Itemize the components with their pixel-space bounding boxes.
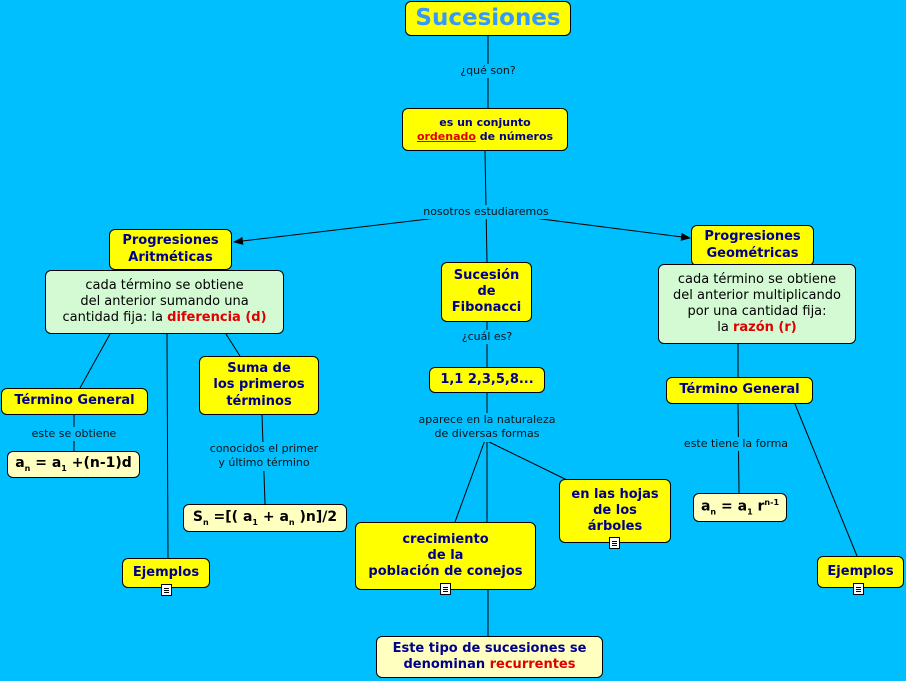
link-este-forma: este tiene la forma [676, 437, 796, 452]
arithmetic-desc-2: del anterior sumando una [80, 293, 249, 309]
geometric-node[interactable]: Progresiones Geométricas [691, 225, 814, 266]
fibonacci-series-text: 1,1 2,3,5,8... [440, 371, 534, 387]
definition-node[interactable]: es un conjunto ordenado de números [402, 108, 568, 151]
fibonacci-title-2: de [477, 283, 496, 299]
suma-formula[interactable]: Sn =[( a1 + an )n]/2 [183, 504, 347, 532]
page-title: Sucesiones [415, 5, 561, 32]
definition-rest: de números [475, 129, 554, 143]
arithmetic-desc-3: cantidad fija: la [62, 310, 163, 326]
geometric-ejemplos[interactable]: Ejemplos [817, 556, 904, 588]
link-cual-es: ¿cuál es? [455, 330, 519, 345]
suma-line3: términos [226, 393, 292, 409]
fibonacci-series[interactable]: 1,1 2,3,5,8... [429, 367, 545, 393]
geometric-formula[interactable]: an = a1 rn-1 [693, 493, 787, 522]
arithmetic-ejemplos[interactable]: Ejemplos [122, 558, 210, 588]
geometric-ejemplos-label: Ejemplos [827, 563, 894, 579]
fibonacci-node[interactable]: Sucesión de Fibonacci [441, 262, 532, 322]
document-icon[interactable] [609, 537, 620, 549]
recurrentes-word: recurrentes [489, 657, 576, 672]
definition-line1: es un conjunto [439, 115, 531, 129]
fibonacci-title-3: Fibonacci [451, 300, 522, 316]
geometric-termino-label: Término General [679, 382, 800, 398]
document-icon[interactable] [161, 584, 172, 596]
fibonacci-title-1: Sucesión [453, 267, 520, 283]
arithmetic-termino-general[interactable]: Término General [1, 388, 148, 415]
arithmetic-node[interactable]: Progresiones Aritméticas [109, 229, 232, 270]
arithmetic-suma-node[interactable]: Suma de los primeros términos [199, 356, 319, 415]
arithmetic-desc-1: cada término se obtiene [85, 277, 244, 293]
geometric-title-2: Geométricas [706, 245, 799, 261]
definition-ordenado: ordenado [416, 129, 476, 143]
link-nosotros: nosotros estudiaremos [414, 205, 558, 220]
arithmetic-description[interactable]: cada término se obtiene del anterior sum… [45, 270, 284, 334]
geometric-description[interactable]: cada término se obtiene del anterior mul… [658, 264, 856, 344]
arithmetic-title-2: Aritméticas [128, 249, 213, 265]
link-este-obtiene: este se obtiene [25, 427, 123, 442]
arithmetic-diferencia: diferencia (d) [167, 310, 267, 326]
fibonacci-hojas[interactable]: en las hojas de los árboles [559, 479, 671, 543]
fibonacci-crecimiento[interactable]: crecimiento de la población de conejos [355, 522, 536, 590]
geometric-title-1: Progresiones [704, 229, 801, 245]
arithmetic-title-1: Progresiones [122, 233, 219, 249]
arithmetic-termino-label: Término General [14, 393, 135, 409]
geometric-termino-general[interactable]: Término General [666, 377, 813, 404]
document-icon[interactable] [440, 583, 451, 595]
title-node[interactable]: Sucesiones [405, 1, 571, 36]
suma-line1: Suma de [227, 361, 291, 377]
arithmetic-ejemplos-label: Ejemplos [132, 564, 200, 580]
arithmetic-formula[interactable]: an = a1 +(n-1)d [7, 451, 140, 478]
geometric-razon: razón (r) [732, 320, 797, 336]
link-que-son: ¿qué son? [455, 64, 521, 79]
document-icon[interactable] [853, 583, 864, 595]
fibonacci-recurrentes[interactable]: Este tipo de sucesiones se denominan rec… [376, 636, 603, 678]
suma-line2: los primeros [213, 377, 305, 393]
